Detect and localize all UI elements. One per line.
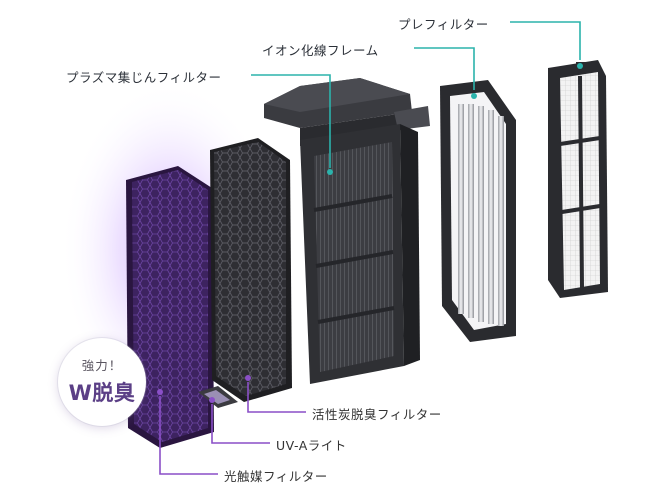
label-photocatalyst-filter: 光触媒フィルター [224, 469, 328, 484]
label-activated-carbon-filter: 活性炭脱臭フィルター [312, 407, 442, 422]
activated-carbon-filter-panel [210, 138, 292, 402]
w-deodorize-badge: 強力！ W脱臭 [58, 338, 146, 426]
leader-line-photocatalyst [159, 396, 218, 475]
ion-frame-unit [264, 78, 430, 384]
leader-dot-carbon-filter [245, 375, 251, 381]
leader-line-carbon-filter [247, 382, 306, 413]
leader-line-plasma-filter [251, 74, 331, 88]
leader-dot-ion-frame [471, 93, 477, 99]
leader-line-uva-light [211, 404, 270, 444]
photocatalyst-filter-panel [126, 166, 214, 448]
badge-line-w-deodorize: W脱臭 [68, 381, 136, 405]
label-pre-filter: プレフィルター [398, 17, 489, 32]
leader-dot-plasma-filter [327, 169, 333, 175]
leader-dot-pre-filter [577, 63, 583, 69]
badge-line-strong: 強力！ [81, 358, 123, 373]
label-uva-light: UV-Aライト [276, 438, 347, 453]
pre-filter-panel [548, 60, 608, 298]
label-ion-frame: イオン化線フレーム [262, 43, 379, 58]
uva-light-module [198, 386, 238, 408]
ion-line-frame-panel [440, 80, 516, 342]
leader-dot-uva-light [209, 397, 215, 403]
label-plasma-filter: プラズマ集じんフィルター [66, 70, 222, 85]
leader-line-ion-frame [414, 47, 475, 90]
leader-line-pre-filter [510, 21, 581, 60]
leader-dot-photocatalyst [157, 389, 163, 395]
